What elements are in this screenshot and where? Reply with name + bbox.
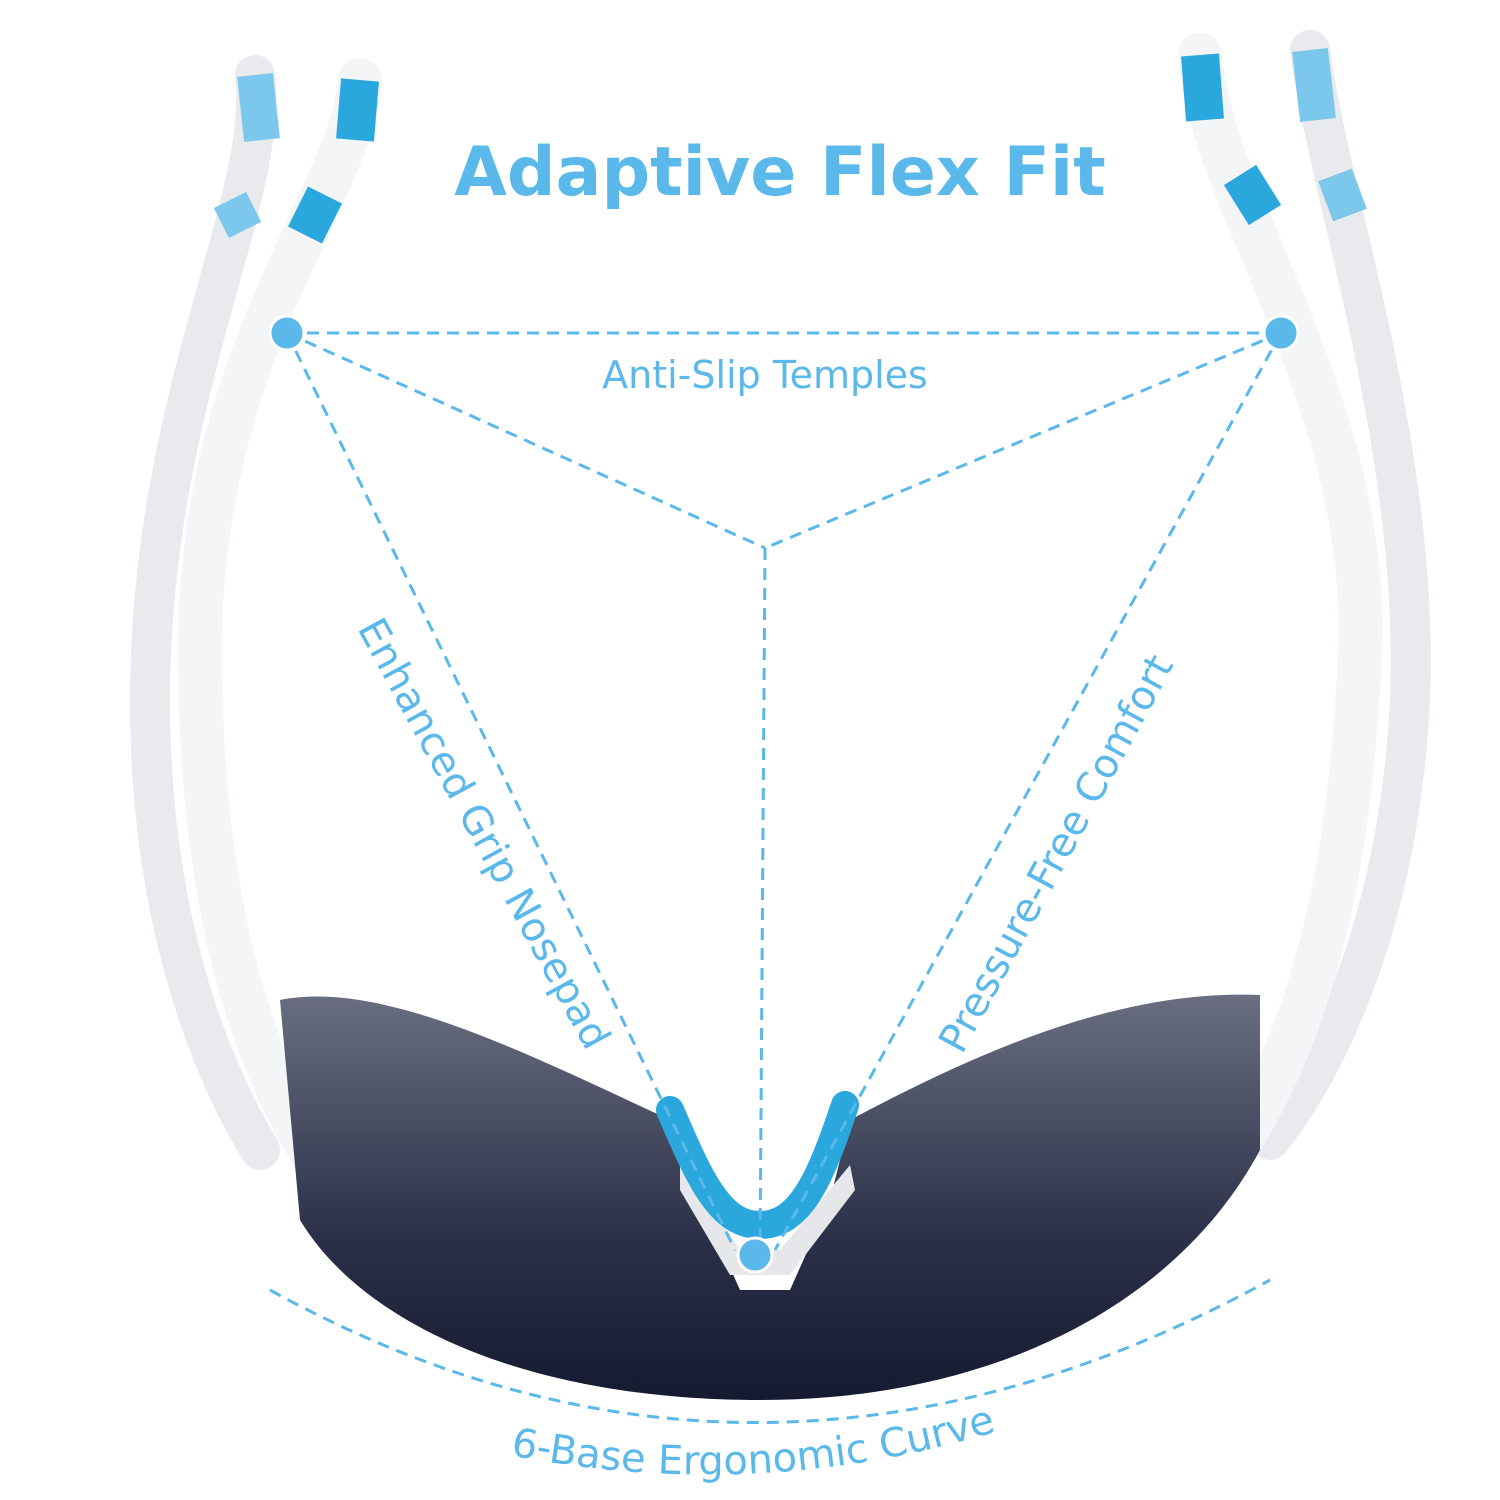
nosepad-marker <box>736 1236 774 1274</box>
enhanced-grip-nosepad-label: Enhanced Grip Nosepad <box>348 611 619 1057</box>
ergonomic-curve-label: 6-Base Ergonomic Curve <box>508 1397 999 1485</box>
pressure-free-comfort-label: Pressure-Free Comfort <box>930 647 1183 1060</box>
lens <box>280 994 1260 1400</box>
right-temple-inner <box>1148 33 1383 1252</box>
left-temple-inner <box>177 58 392 1252</box>
anti-slip-temples-label: Anti-Slip Temples <box>602 353 928 397</box>
left-temple-outer <box>129 55 280 1170</box>
left-temple-marker <box>268 314 306 352</box>
guide-lines <box>269 331 1283 1424</box>
right-temple-marker <box>1262 314 1300 352</box>
nosepad-frame <box>680 1160 855 1275</box>
right-temple-outer <box>1250 30 1431 1160</box>
page-title: Adaptive Flex Fit <box>454 133 1105 212</box>
ergonomic-curve-label-wrap: 6-Base Ergonomic Curve <box>508 1397 999 1485</box>
